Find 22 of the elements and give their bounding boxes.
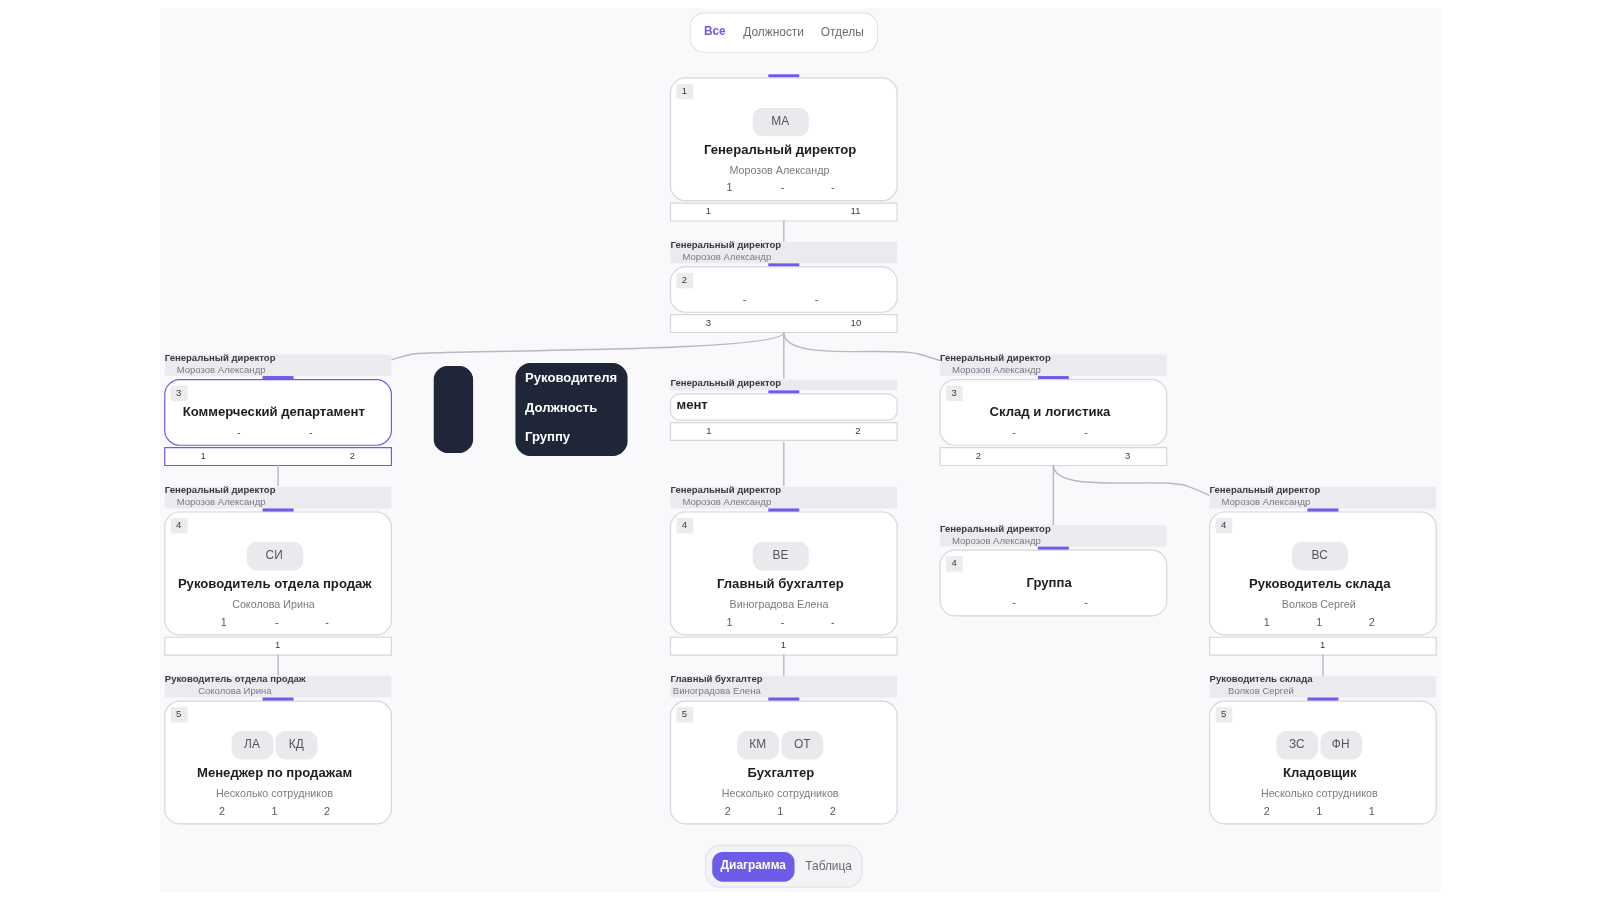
- connector: [783, 219, 785, 243]
- node-label: 1: [275, 639, 281, 651]
- node-label: 1: [705, 205, 711, 217]
- node-label: 10: [850, 316, 862, 328]
- node-label: 1: [780, 639, 787, 651]
- connector: [277, 464, 279, 487]
- node-label: 3: [705, 316, 711, 328]
- connector: [1052, 464, 1211, 497]
- node-label: 2: [349, 449, 355, 461]
- connector: [390, 331, 785, 361]
- node-box: Руководителя Должность Группу: [515, 362, 628, 456]
- node-label: 2: [975, 449, 982, 461]
- connector: [1322, 653, 1324, 677]
- node-box: [433, 365, 474, 453]
- connector: [277, 653, 279, 677]
- node-label: 11: [850, 205, 861, 217]
- connector: [783, 331, 941, 362]
- node-label: 1: [1319, 639, 1326, 651]
- node-label: 1: [200, 449, 206, 461]
- node-label: 3: [1124, 449, 1131, 461]
- connector: [783, 440, 785, 487]
- connector: [783, 653, 785, 677]
